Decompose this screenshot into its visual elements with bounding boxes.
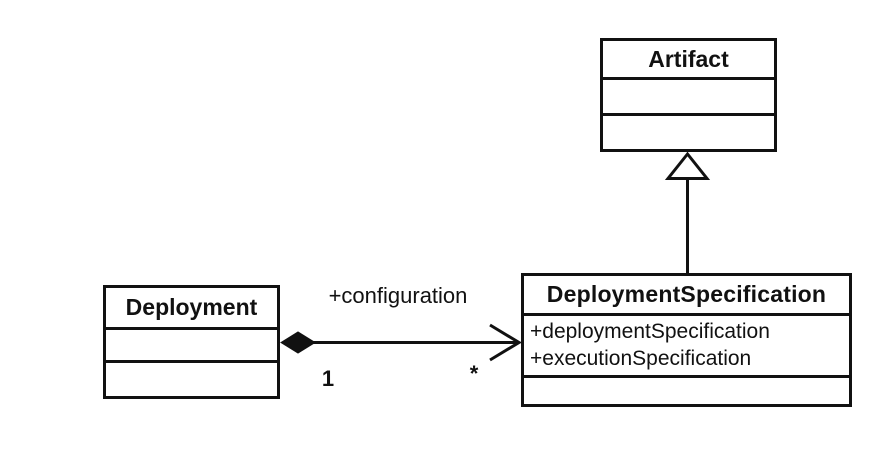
composition-diamond-icon — [280, 331, 316, 354]
generalization-edge — [664, 151, 711, 273]
class-deployment-name: Deployment — [125, 294, 258, 320]
class-deployment-specification-operations-compartment — [524, 375, 849, 404]
class-artifact-attributes-compartment — [603, 77, 774, 113]
class-artifact-name: Artifact — [648, 45, 729, 72]
class-deployment-specification-name: DeploymentSpecification — [546, 281, 827, 307]
class-deployment-attributes-compartment — [106, 327, 277, 360]
association-multiplicity-target: * — [469, 361, 479, 386]
attribute-execution-specification: +executionSpecification — [530, 347, 752, 370]
attribute-deployment-specification: +deploymentSpecification — [530, 320, 770, 343]
association-multiplicity-source: 1 — [321, 366, 335, 391]
open-arrowhead-icon — [489, 323, 522, 362]
composition-association-edge — [280, 323, 522, 362]
class-deployment-specification[interactable]: DeploymentSpecification +deploymentSpeci… — [521, 273, 852, 407]
class-artifact[interactable]: Artifact — [600, 38, 777, 152]
class-deployment[interactable]: Deployment — [103, 285, 280, 399]
class-deployment-specification-attributes-compartment: +deploymentSpecification +executionSpeci… — [524, 313, 849, 375]
association-role-label: +configuration — [328, 283, 468, 308]
generalization-triangle-icon — [664, 151, 711, 180]
class-deployment-operations-compartment — [106, 360, 277, 396]
class-artifact-operations-compartment — [603, 113, 774, 149]
